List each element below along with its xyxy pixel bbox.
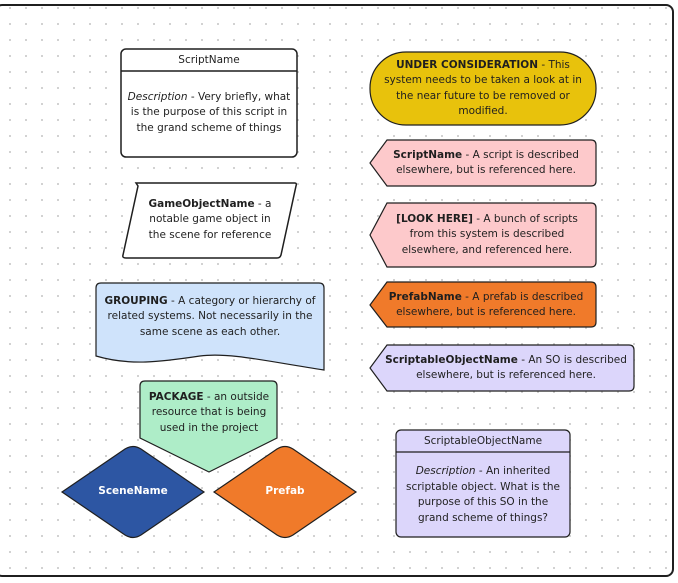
prefab-ref-text: PrefabName - A prefab is described elsew… (386, 285, 586, 325)
so-card-description: Description - An inherited scriptable ob… (402, 459, 564, 531)
under-consideration-text: UNDER CONSIDERATION - This system needs … (382, 58, 584, 118)
prefab-label: Prefab (265, 485, 305, 498)
script-card-shape[interactable] (120, 48, 298, 158)
script-card-title: ScriptName (178, 54, 240, 66)
under-consideration-desc: - This system needs to be taken a look a… (384, 58, 582, 118)
script-ref-desc: - A script is described elsewhere, but i… (396, 148, 579, 177)
so-card-desc-label: Description (415, 465, 476, 477)
look-here-shape[interactable] (369, 202, 597, 268)
gameobject-text: GameObjectName - a notable game object i… (140, 190, 280, 250)
prefab-ref-name: PrefabName (388, 290, 462, 303)
under-consideration-name: UNDER CONSIDERATION (396, 58, 538, 71)
look-here-desc: - A bunch of scripts from this system is… (401, 212, 578, 256)
package-desc: - an outside resource that is being used… (151, 390, 270, 434)
gameobject-shape[interactable] (122, 182, 298, 259)
so-ref-shape[interactable] (369, 344, 635, 392)
scene-shape[interactable] (60, 445, 206, 539)
scene-label: SceneName (98, 485, 168, 498)
under-consideration-shape[interactable] (369, 51, 597, 126)
script-card-description: Description - Very briefly, what is the … (126, 80, 292, 146)
package-text: PACKAGE - an outside resource that is be… (146, 388, 272, 438)
look-here-name: [LOOK HERE] (396, 212, 473, 225)
prefab-ref-shape[interactable] (369, 281, 597, 328)
grouping-desc: - A category or hierarchy of related sys… (107, 294, 316, 338)
script-ref-name: ScriptName (393, 148, 463, 161)
grouping-text: GROUPING - A category or hierarchy of re… (103, 289, 317, 345)
so-card-shape[interactable] (395, 429, 571, 538)
script-card-desc-text: - Very briefly, what is the purpose of t… (130, 90, 291, 134)
grouping-name: GROUPING (104, 294, 168, 307)
gameobject-desc: - a notable game object in the scene for… (148, 197, 272, 241)
so-ref-text: ScriptableObjectName - An SO is describe… (384, 348, 628, 388)
package-name: PACKAGE (148, 390, 204, 403)
so-ref-name: ScriptableObjectName (385, 353, 518, 366)
script-ref-shape[interactable] (369, 139, 597, 187)
package-shape[interactable] (139, 380, 278, 473)
so-card-desc-text: - An inherited scriptable object. What i… (406, 465, 560, 524)
grouping-shape[interactable] (95, 282, 325, 371)
so-ref-desc: - An SO is described elsewhere, but is r… (416, 353, 627, 382)
gameobject-name: GameObjectName (148, 197, 255, 210)
script-ref-text: ScriptName - A script is described elsew… (386, 143, 586, 183)
prefab-shape[interactable] (212, 445, 358, 539)
prefab-ref-desc: - A prefab is described elsewhere, but i… (396, 290, 584, 319)
script-card-desc-label: Description (127, 90, 188, 103)
so-card-title: ScriptableObjectName (423, 435, 543, 447)
look-here-text: [LOOK HERE] - A bunch of scripts from th… (392, 207, 582, 263)
